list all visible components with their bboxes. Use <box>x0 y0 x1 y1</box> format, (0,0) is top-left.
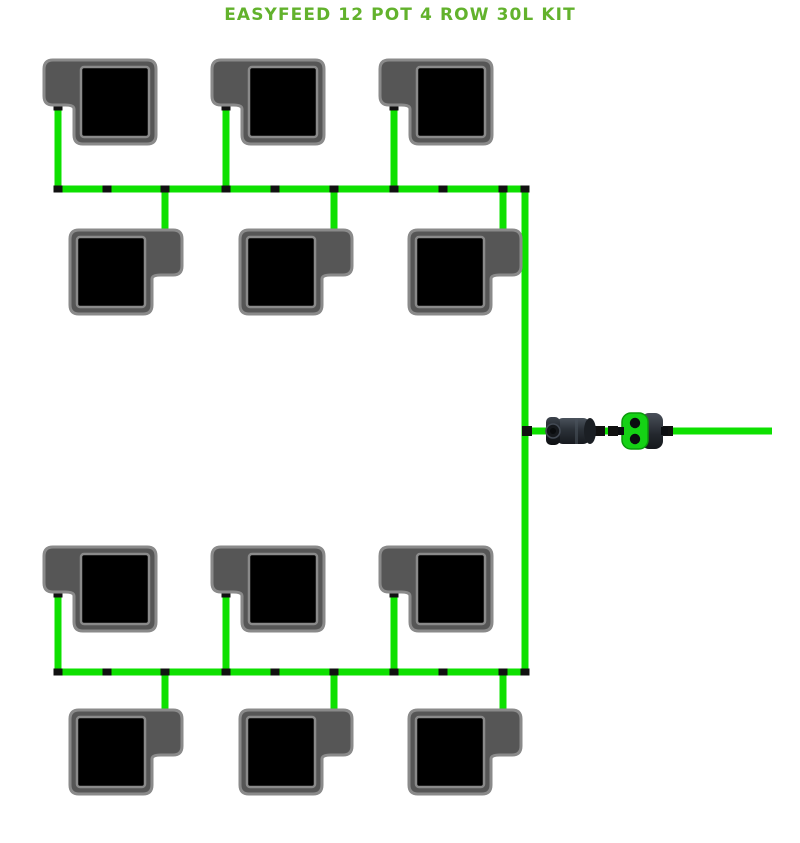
pot <box>238 228 354 316</box>
pump-filter[interactable] <box>545 417 596 445</box>
manifold-tee <box>102 185 112 193</box>
pump-inlet-hole <box>550 428 556 434</box>
pot-port-connector <box>53 590 63 598</box>
pot <box>378 545 494 633</box>
tube-joint <box>329 668 339 676</box>
tube-collar <box>522 426 532 436</box>
pot <box>68 228 184 316</box>
tube-joint <box>160 668 170 676</box>
pot-reservoir <box>414 235 486 309</box>
pot <box>407 228 523 316</box>
dropper-tube <box>222 592 230 672</box>
tube-joint <box>221 668 231 676</box>
dropper-tube <box>54 592 62 672</box>
dropper-tube <box>222 105 230 189</box>
pot-reservoir <box>75 235 147 309</box>
tube-collar <box>595 426 605 436</box>
manifold-tee <box>438 668 448 676</box>
page-title: EASYFEED 12 POT 4 ROW 30L KIT <box>224 5 576 25</box>
pot-reservoir <box>415 552 487 626</box>
pot-port-connector <box>53 103 63 111</box>
pot-port-connector <box>389 103 399 111</box>
pump-rib <box>575 418 578 444</box>
valve-outlet-collar <box>661 427 668 435</box>
pot-port-connector <box>221 103 231 111</box>
pot-port-connector <box>389 590 399 598</box>
tube-joint <box>160 185 170 193</box>
pot <box>238 708 354 796</box>
pot <box>210 58 326 146</box>
manifold-end-joint <box>53 668 63 676</box>
device-group <box>522 412 673 450</box>
pot <box>42 545 158 633</box>
tube-joint <box>498 185 508 193</box>
manifold-end-joint <box>53 185 63 193</box>
top-manifold <box>58 185 525 193</box>
manifold-tee <box>270 668 280 676</box>
pot-reservoir <box>247 65 319 139</box>
pot-reservoir <box>414 715 486 789</box>
dropper-tube <box>390 105 398 189</box>
manifold-corner-joint <box>520 668 530 676</box>
dropper-tube <box>54 105 62 189</box>
pot-reservoir <box>415 65 487 139</box>
pot <box>378 58 494 146</box>
manifold-tee <box>102 668 112 676</box>
pot-reservoir <box>75 715 147 789</box>
manifold-tee <box>270 185 280 193</box>
pot <box>210 545 326 633</box>
pot-reservoir <box>245 235 317 309</box>
dropper-tube <box>390 592 398 672</box>
pump-tail <box>584 418 596 444</box>
tube-joint <box>498 668 508 676</box>
manifold-corner-joint <box>520 185 530 193</box>
tube-collar <box>608 426 618 436</box>
tube-joint <box>389 668 399 676</box>
pot-reservoir <box>79 552 151 626</box>
valve-outlet-top[interactable] <box>629 417 641 429</box>
manifold-tee <box>438 185 448 193</box>
pot-reservoir <box>245 715 317 789</box>
valve-inlet-collar <box>618 427 624 435</box>
valve-outlet-bottom[interactable] <box>629 433 641 445</box>
pot-reservoir <box>247 552 319 626</box>
pot-group <box>42 58 523 796</box>
tube-joint <box>221 185 231 193</box>
pot-port-connector <box>221 590 231 598</box>
pot-reservoir <box>79 65 151 139</box>
dual-outlet-valve[interactable] <box>618 412 668 450</box>
pump-body <box>556 418 590 444</box>
tube-joint <box>329 185 339 193</box>
pot <box>407 708 523 796</box>
tube-joint <box>389 185 399 193</box>
pot <box>68 708 184 796</box>
pot <box>42 58 158 146</box>
bottom-manifold <box>58 668 525 676</box>
